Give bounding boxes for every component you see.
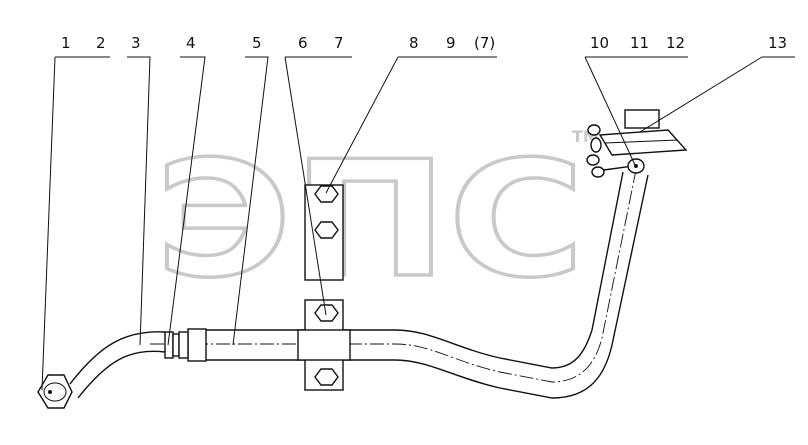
chain-link-3: [586, 154, 600, 166]
mounting-plate: [598, 129, 688, 156]
bolt-head-3: [314, 304, 339, 322]
watermark: ЭПС ТМ: [153, 124, 599, 315]
main-pipe: [150, 169, 649, 399]
bolt-head-1: [314, 185, 339, 203]
bolt-head-4: [314, 368, 339, 386]
leader-1: [41, 56, 56, 391]
pipe-centerline: [150, 169, 637, 383]
chain-link-4: [591, 166, 605, 178]
callout-6: 6: [298, 34, 308, 52]
leader-6-7: [284, 56, 327, 316]
leader-4: [167, 56, 206, 346]
callout-11: 11: [630, 34, 649, 52]
callout-3: 3: [131, 34, 141, 52]
pipe-lower-edge: [188, 174, 649, 399]
callout-4: 4: [186, 34, 196, 52]
callout-9: 9: [446, 34, 456, 52]
mounting-plate-line: [604, 139, 679, 144]
callouts: 1 2 3 4 5 6 7 8 9 (7) 10 11 12 13: [61, 34, 787, 52]
leader-10-12: [584, 56, 636, 166]
watermark-logo: ЭПС: [155, 126, 585, 313]
hose-clamp-2: [172, 333, 180, 357]
bolt-head-2: [314, 221, 339, 239]
nut-hexagon: [37, 374, 73, 409]
pipe-collar: [187, 328, 207, 362]
callout-8: 8: [409, 34, 419, 52]
callout-13: 13: [768, 34, 787, 52]
hose-lower-edge: [77, 350, 166, 399]
callout-2: 2: [96, 34, 106, 52]
hose: [69, 331, 189, 399]
nut-inner-circle: [43, 382, 67, 402]
callout-5: 5: [252, 34, 262, 52]
callout-12: 12: [666, 34, 685, 52]
clamp-bracket: [297, 184, 351, 391]
callout-10: 10: [590, 34, 609, 52]
hose-clamp-3: [178, 331, 189, 359]
union-nut: [37, 374, 73, 409]
bracket-clamp-body: [297, 329, 351, 361]
chain-link-2: [590, 137, 602, 153]
leader-lines: [41, 56, 795, 391]
leader-8-9: [325, 56, 399, 194]
callout-7: 7: [334, 34, 344, 52]
mounting-block: [624, 109, 660, 129]
leader-13: [639, 56, 763, 133]
callout-9-alt: (7): [474, 34, 495, 52]
leader-3: [127, 56, 151, 346]
nut-center-dot: [48, 390, 52, 394]
hose-upper-edge: [69, 331, 166, 385]
leader-5: [232, 56, 269, 346]
callout-1: 1: [61, 34, 71, 52]
chain-fixing: [586, 109, 688, 178]
chain-link-1: [587, 124, 601, 136]
pipe-upper-edge: [188, 171, 624, 369]
